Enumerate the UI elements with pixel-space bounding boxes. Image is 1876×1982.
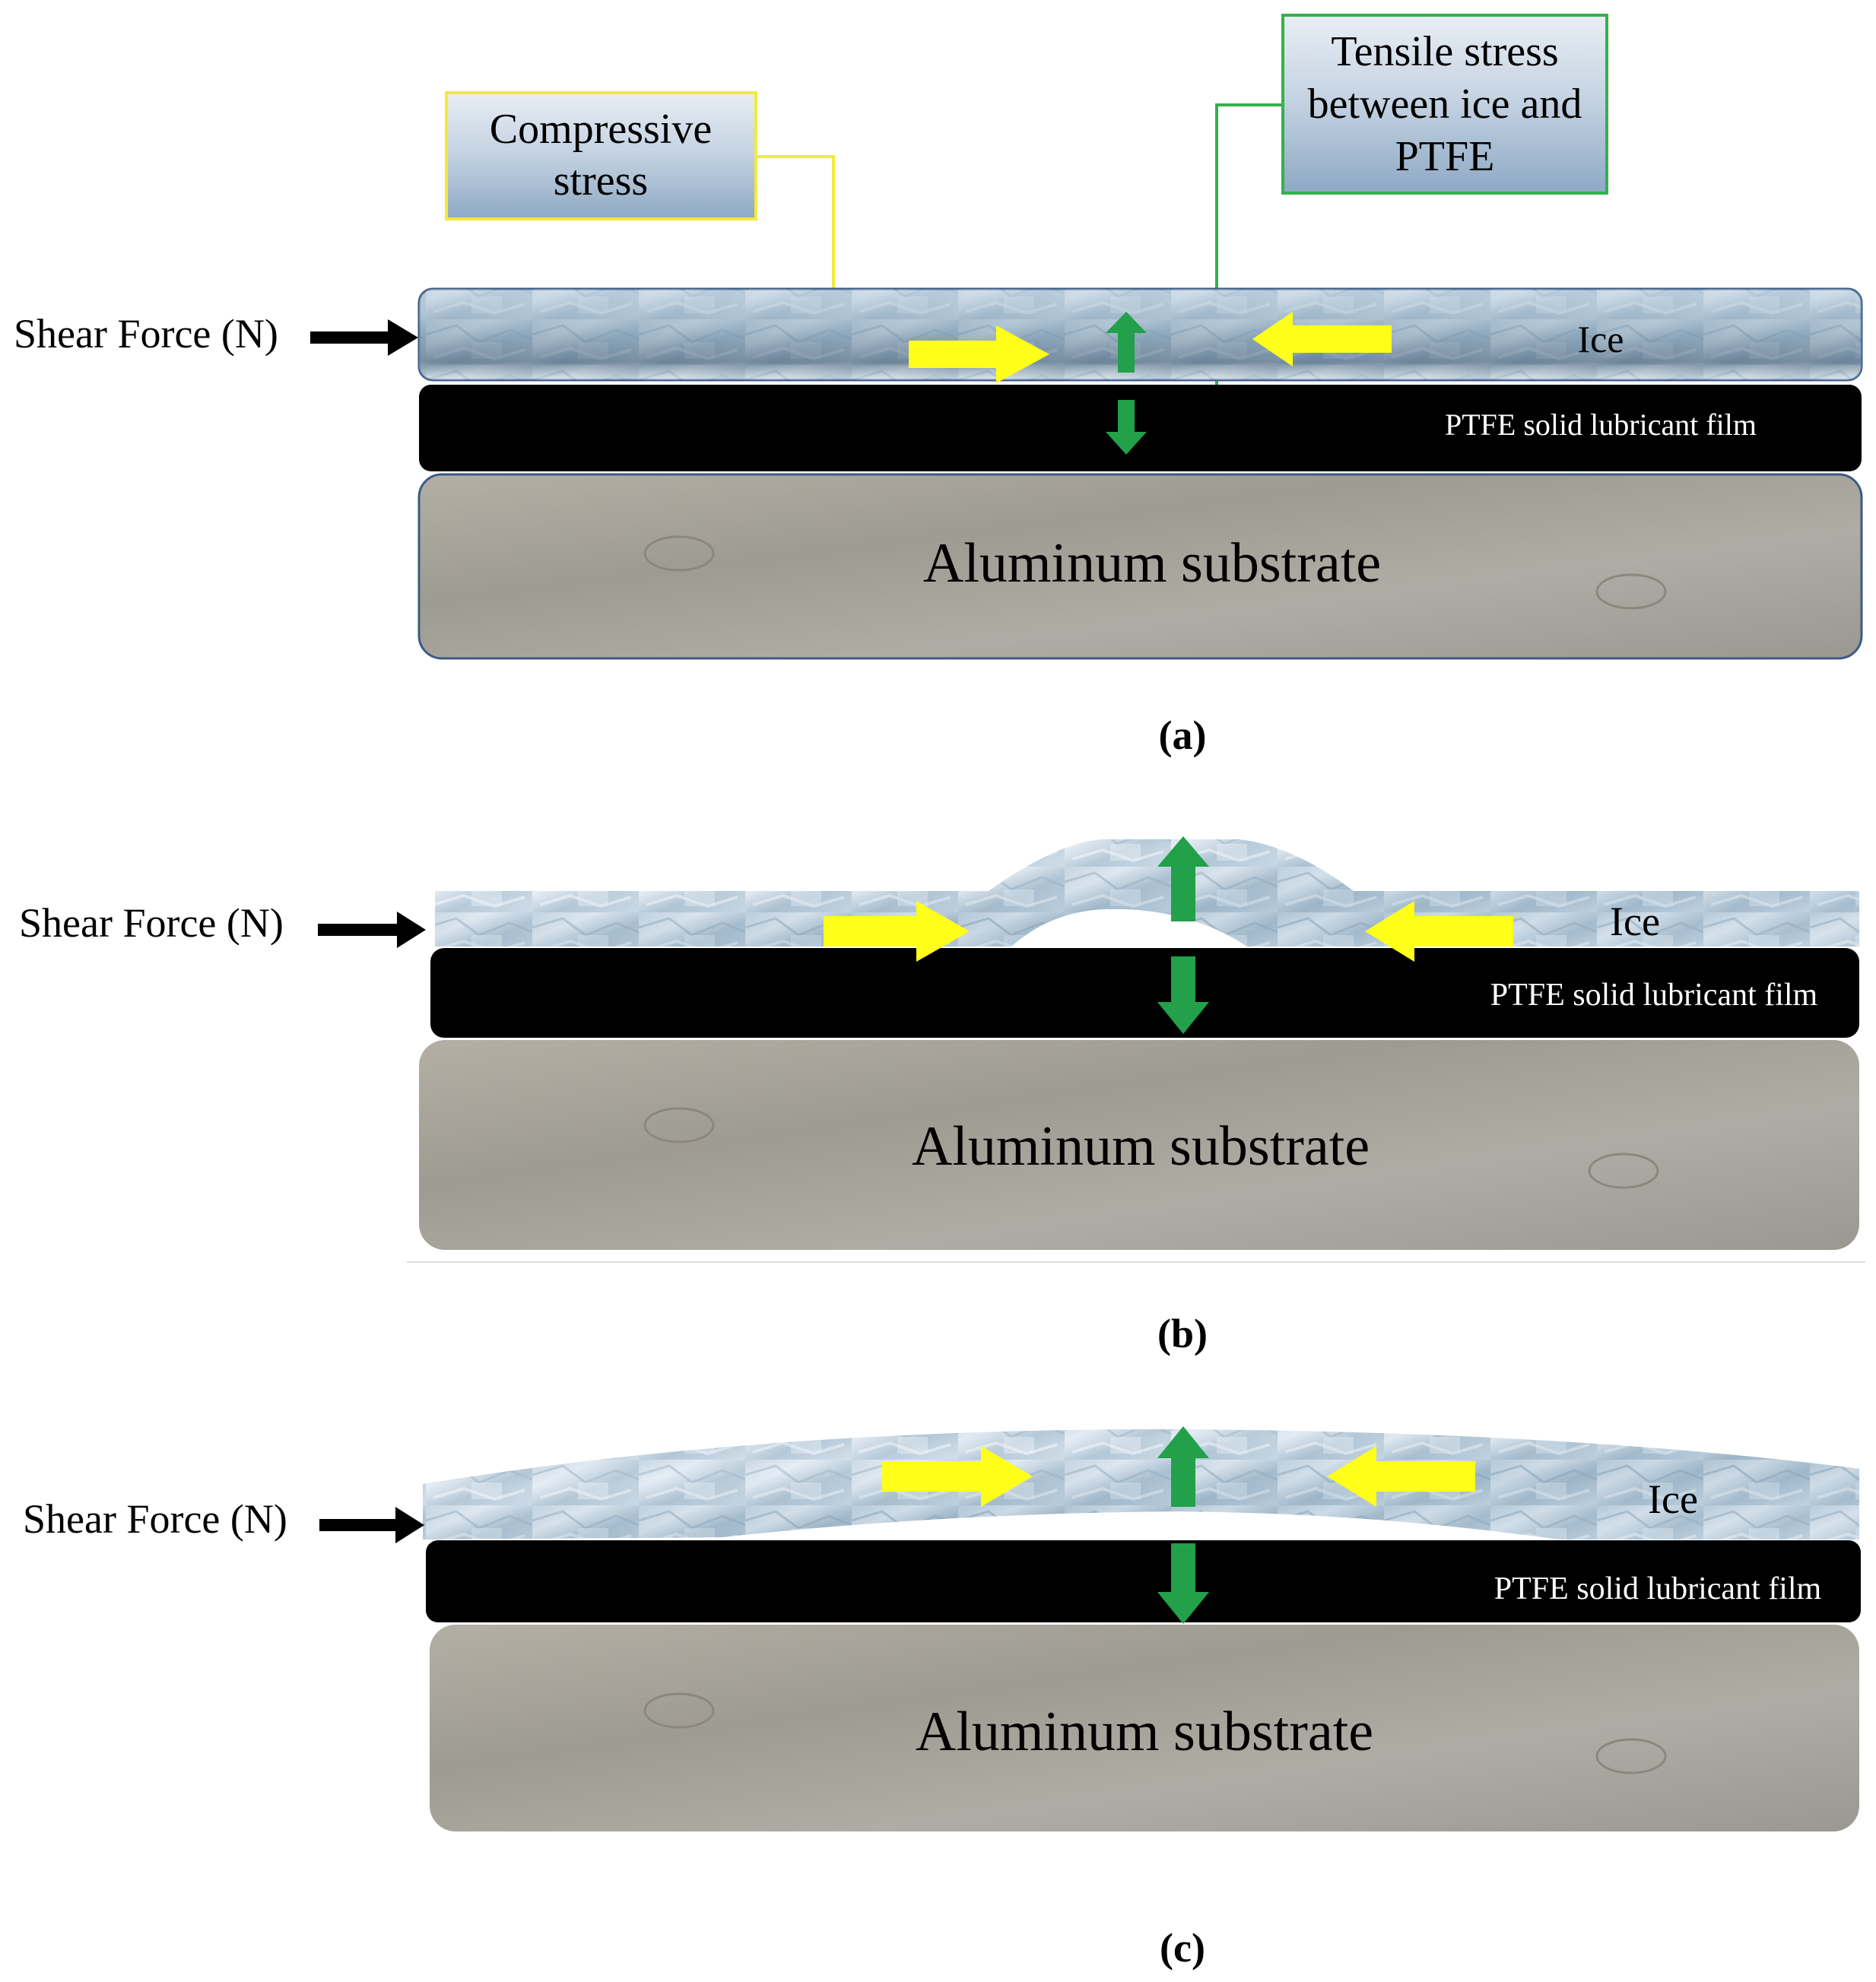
callout-tensile-stress: Tensile stress between ice and PTFE bbox=[1156, 14, 1608, 442]
substrate-pit-icon bbox=[643, 1107, 715, 1143]
compressive-arrow-left-icon bbox=[1365, 901, 1513, 962]
tensile-arrow-down-icon bbox=[1157, 956, 1209, 1034]
substrate-pit-icon bbox=[1595, 1738, 1667, 1774]
shear-force-arrow-icon bbox=[318, 912, 426, 948]
panel-caption: (b) bbox=[1157, 1311, 1208, 1356]
compressive-arrow-right-icon bbox=[882, 1446, 1033, 1507]
ice-texture bbox=[419, 289, 1862, 380]
panel-c: Ice PTFE solid lubricant film Aluminum s… bbox=[23, 1426, 1861, 1971]
shear-force-arrow-icon bbox=[310, 319, 418, 356]
compressive-arrow-right-icon bbox=[909, 325, 1049, 383]
tensile-arrow-down-icon bbox=[1106, 400, 1147, 455]
compressive-arrow-left-icon bbox=[1252, 312, 1392, 366]
aluminum-substrate-layer bbox=[419, 1040, 1859, 1250]
ptfe-label: PTFE solid lubricant film bbox=[1445, 407, 1757, 442]
ptfe-label: PTFE solid lubricant film bbox=[1490, 978, 1818, 1013]
ice-label: Ice bbox=[1610, 899, 1660, 944]
substrate-pit-icon bbox=[1595, 573, 1667, 610]
aluminum-substrate-layer bbox=[417, 473, 1863, 660]
substrate-pit-icon bbox=[643, 535, 715, 572]
shear-force-label: Shear Force (N) bbox=[19, 900, 284, 946]
ptfe-film-layer bbox=[419, 385, 1862, 471]
panel-b: Ice PTFE solid lubricant film Aluminum s… bbox=[19, 836, 1865, 1356]
ptfe-label: PTFE solid lubricant film bbox=[1494, 1571, 1822, 1606]
callout-compressive-line2: stress bbox=[554, 157, 648, 205]
substrate-label: Aluminum substrate bbox=[912, 1115, 1370, 1178]
callout-tensile-line1: Tensile stress bbox=[1331, 28, 1558, 75]
shear-force-label: Shear Force (N) bbox=[23, 1496, 287, 1542]
substrate-pit-icon bbox=[1588, 1153, 1659, 1189]
panel-a: Compressive stress Tensile stress betwee… bbox=[14, 14, 1863, 758]
callout-tensile-box bbox=[1281, 14, 1608, 195]
shear-force-label: Shear Force (N) bbox=[14, 311, 278, 357]
callout-tensile-line3: PTFE bbox=[1395, 133, 1495, 180]
shear-force-arrow-icon bbox=[319, 1507, 424, 1543]
callout-compressive-line1: Compressive bbox=[490, 106, 712, 153]
substrate-label: Aluminum substrate bbox=[923, 532, 1381, 595]
ptfe-film-layer bbox=[426, 1540, 1861, 1622]
ice-label: Ice bbox=[1577, 318, 1624, 360]
compressive-arrow-left-icon bbox=[1327, 1446, 1475, 1507]
aluminum-substrate-layer bbox=[430, 1625, 1859, 1831]
tensile-arrow-up-icon bbox=[1106, 312, 1147, 373]
tensile-arrow-up-icon bbox=[1157, 836, 1209, 921]
ice-texture bbox=[423, 1429, 1859, 1540]
compressive-arrow-right-icon bbox=[824, 901, 970, 962]
callout-tensile-line2: between ice and bbox=[1308, 81, 1582, 128]
ptfe-film-layer bbox=[430, 948, 1859, 1038]
ice-label: Ice bbox=[1648, 1476, 1698, 1522]
panel-caption: (a) bbox=[1159, 712, 1207, 758]
callout-compressive-box bbox=[445, 91, 757, 220]
panel-caption: (c) bbox=[1160, 1925, 1205, 1971]
tensile-arrow-up-icon bbox=[1157, 1426, 1209, 1507]
substrate-label: Aluminum substrate bbox=[916, 1701, 1373, 1763]
tensile-arrow-down-icon bbox=[1157, 1543, 1209, 1624]
substrate-pit-icon bbox=[643, 1692, 715, 1729]
